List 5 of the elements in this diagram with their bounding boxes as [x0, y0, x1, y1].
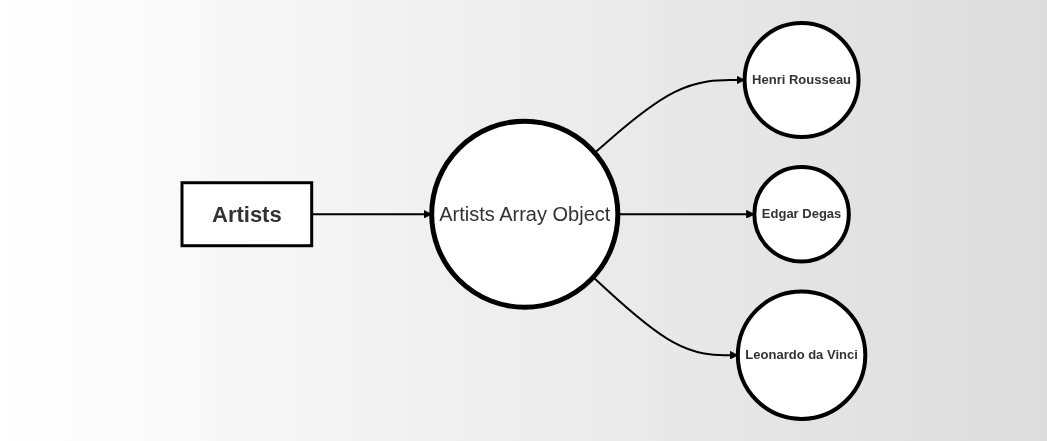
node-circle: Leonardo da Vinci: [735, 289, 868, 421]
node-circle: Henri Rousseau: [742, 20, 861, 139]
node-box: Artists: [180, 180, 314, 247]
node-circle: Artists Array Object: [429, 118, 621, 310]
node-circle: Edgar Degas: [752, 164, 851, 263]
